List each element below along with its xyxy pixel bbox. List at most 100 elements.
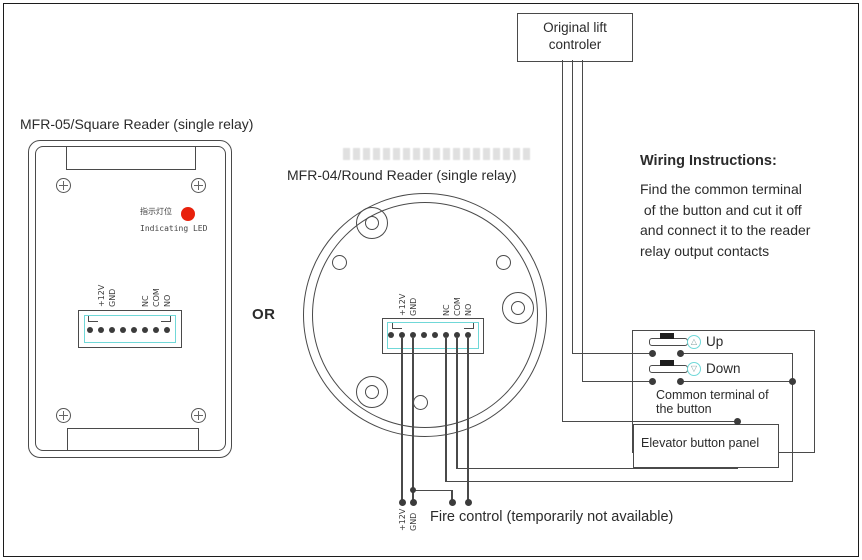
connector-notch bbox=[88, 316, 98, 322]
mounting-hole-inner bbox=[511, 301, 525, 315]
connector-pin bbox=[465, 332, 471, 338]
instructions-line: and connect it to the reader bbox=[640, 222, 811, 238]
terminal-dot-fire-a bbox=[448, 499, 456, 506]
connector-pin bbox=[421, 332, 427, 338]
or-label: OR bbox=[252, 306, 276, 323]
fire-gnd-label: GND bbox=[408, 512, 418, 531]
down-left-terminal-dot bbox=[649, 378, 656, 386]
pin-label-no: NO bbox=[463, 303, 473, 316]
screw-icon bbox=[56, 408, 71, 423]
pin-label-nc: NC bbox=[441, 304, 451, 316]
pin-label-gnd: GND bbox=[408, 297, 418, 316]
screw-icon bbox=[191, 178, 206, 193]
up-left-terminal-dot bbox=[649, 350, 656, 358]
junction-dot-common-terminal bbox=[734, 418, 741, 426]
wire-controller-common-horizontal bbox=[562, 421, 738, 423]
mounting-hole-inner bbox=[365, 385, 379, 399]
wire-down-signal-vertical bbox=[582, 60, 584, 382]
connector-pin bbox=[443, 332, 449, 338]
wire-controller-common-vertical bbox=[562, 60, 564, 422]
junction-dot-gnd-branch bbox=[409, 487, 416, 494]
connector-pin bbox=[120, 327, 126, 333]
terminal-dot-12v bbox=[398, 499, 406, 506]
pin-label-com: COM bbox=[452, 297, 462, 316]
led-label-chinese: 指示灯位 bbox=[140, 207, 172, 216]
common-terminal-note-line1: Common terminal of bbox=[656, 388, 769, 402]
terminal-dot-gnd bbox=[409, 499, 417, 506]
common-terminal-note: Common terminal of the button bbox=[656, 388, 769, 416]
connector-pin bbox=[432, 332, 438, 338]
led-label-english: Indicating LED bbox=[140, 224, 208, 233]
lift-controller-box: Original lift controler bbox=[517, 13, 633, 62]
instructions-heading: Wiring Instructions: bbox=[640, 153, 777, 169]
down-button-switch-nub bbox=[660, 360, 674, 366]
connector-pin bbox=[153, 327, 159, 333]
instructions-body: Find the common terminal of the button a… bbox=[640, 179, 810, 261]
pin-label-gnd: GND bbox=[107, 288, 117, 307]
square-reader-connector-inner bbox=[84, 315, 176, 343]
pin-label-12v: +12V bbox=[96, 284, 106, 307]
terminal-dot-fire-b bbox=[464, 499, 472, 506]
wire-com-horizontal bbox=[456, 468, 739, 470]
up-arrow-icon: △ bbox=[687, 335, 701, 349]
wire-gnd-branch-vertical bbox=[451, 490, 453, 503]
wire-up-common-horizontal bbox=[680, 353, 793, 355]
round-reader-connector-inner bbox=[387, 322, 479, 349]
mounting-hole bbox=[356, 376, 388, 408]
wire-gnd-branch-horizontal bbox=[412, 490, 454, 492]
mounting-hole-small bbox=[413, 395, 428, 410]
wire-gnd-vertical bbox=[412, 338, 414, 503]
connector-pin bbox=[410, 332, 416, 338]
mounting-hole-small bbox=[496, 255, 511, 270]
wire-down-signal-horizontal bbox=[582, 381, 653, 383]
mounting-hole bbox=[356, 207, 388, 239]
connector-notch bbox=[392, 323, 402, 329]
down-button-switch bbox=[649, 365, 688, 373]
elevator-panel-label: Elevator button panel bbox=[641, 436, 760, 450]
fire-12v-label: +12V bbox=[397, 508, 407, 531]
round-reader-body-outer bbox=[303, 193, 547, 437]
round-reader-title: MFR-04/Round Reader (single relay) bbox=[287, 167, 517, 183]
up-button-switch bbox=[649, 338, 688, 346]
common-terminal-note-line2: the button bbox=[656, 402, 712, 416]
down-arrow-icon: ▽ bbox=[687, 362, 701, 376]
screw-icon bbox=[191, 408, 206, 423]
up-label: Up bbox=[706, 334, 724, 349]
connector-notch bbox=[464, 323, 474, 329]
lift-controller-label-line1: Original lift bbox=[543, 20, 607, 35]
connector-pin bbox=[131, 327, 137, 333]
pin-label-com: COM bbox=[151, 288, 161, 307]
square-reader-body-outer bbox=[28, 140, 232, 458]
pin-label-no: NO bbox=[162, 294, 172, 307]
wire-12v-vertical bbox=[401, 338, 403, 503]
round-reader-body-inner bbox=[312, 202, 538, 428]
connector-pin bbox=[98, 327, 104, 333]
connector-pin bbox=[388, 332, 394, 338]
elevator-panel-label-box: Elevator button panel bbox=[633, 424, 779, 468]
instructions-line: relay output contacts bbox=[640, 242, 770, 259]
up-button-switch-nub bbox=[660, 333, 674, 339]
wire-common-bus-vertical bbox=[792, 353, 794, 482]
connector-pin bbox=[87, 327, 93, 333]
down-right-terminal-dot bbox=[676, 378, 684, 386]
wire-nc-horizontal bbox=[445, 481, 794, 483]
square-reader-bottom-slot bbox=[67, 428, 199, 451]
connector-pin bbox=[164, 327, 170, 333]
indicating-led-icon bbox=[181, 207, 195, 221]
outer-frame bbox=[3, 3, 859, 557]
wire-no-vertical bbox=[467, 338, 469, 503]
junction-dot-common-bus bbox=[789, 378, 796, 386]
mounting-hole bbox=[502, 292, 534, 324]
square-reader-top-slot bbox=[66, 146, 196, 170]
connector-pin bbox=[109, 327, 115, 333]
fire-control-caption: Fire control (temporarily not available) bbox=[430, 509, 674, 525]
up-right-terminal-dot bbox=[676, 350, 684, 358]
instructions-line: of the button and cut it off bbox=[640, 201, 802, 218]
wire-down-common-horizontal bbox=[680, 381, 793, 383]
wire-up-signal-vertical bbox=[572, 60, 574, 354]
wire-up-signal-horizontal bbox=[572, 353, 653, 355]
down-label: Down bbox=[706, 361, 741, 376]
pin-label-nc: NC bbox=[140, 295, 150, 307]
connector-pin bbox=[454, 332, 460, 338]
